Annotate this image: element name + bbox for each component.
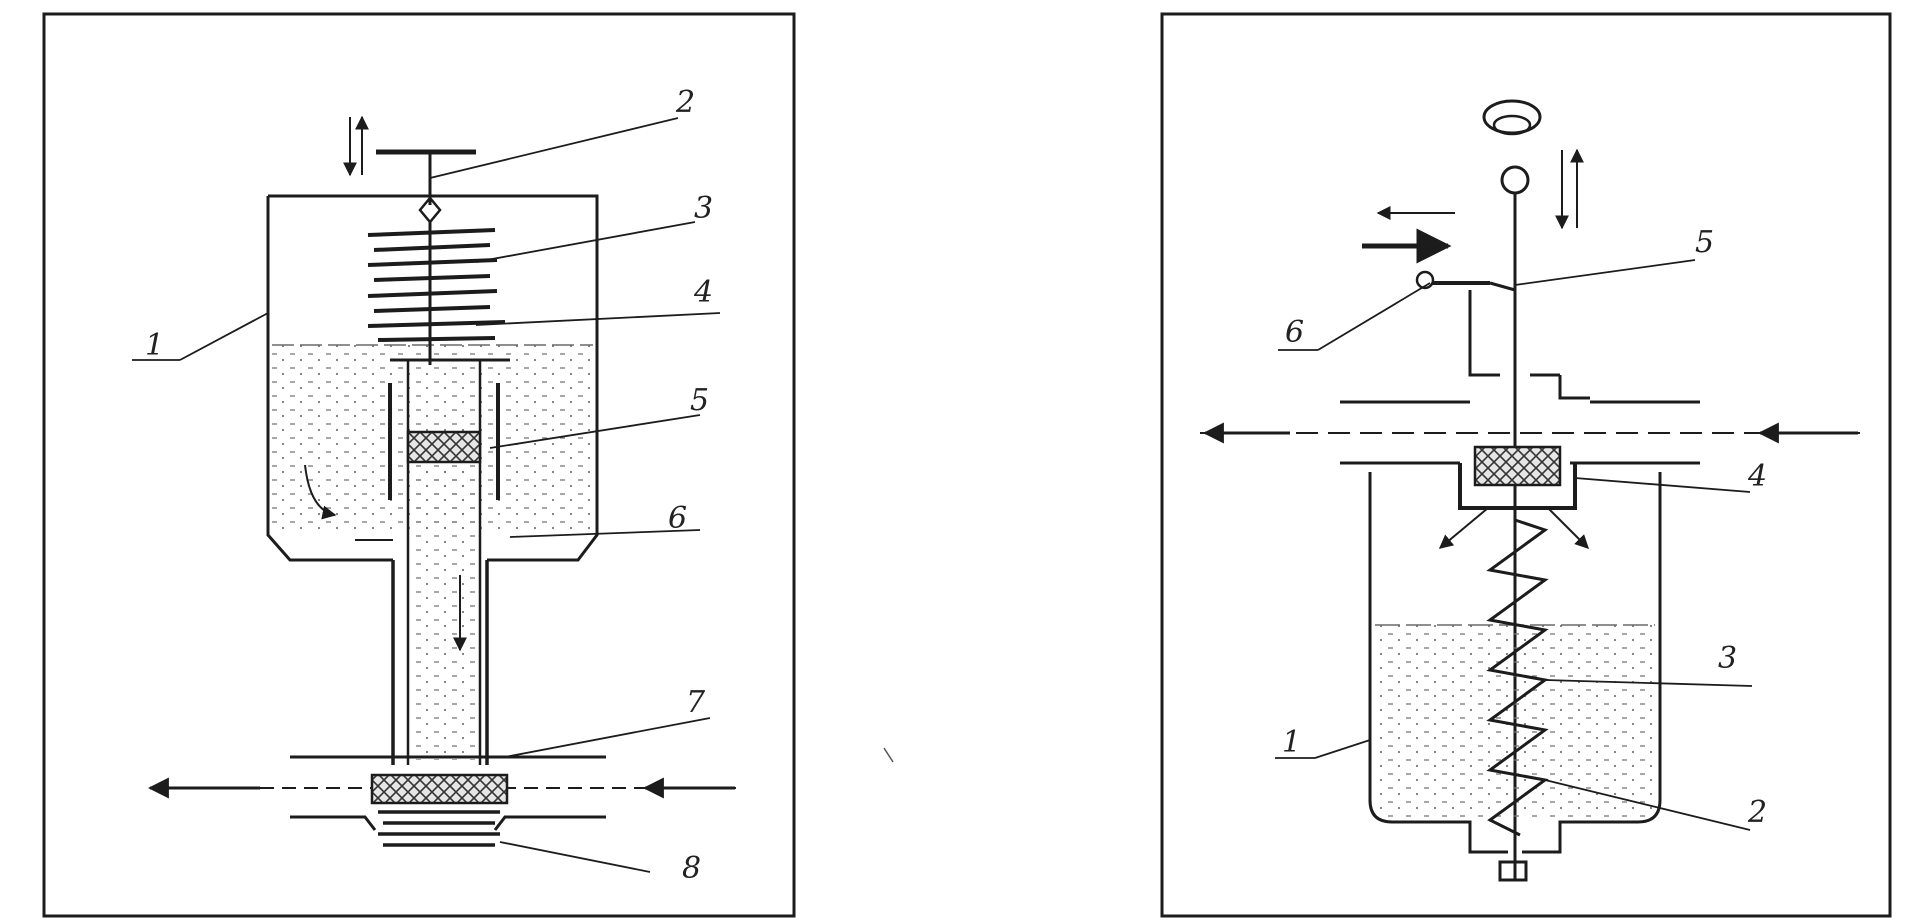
callout-3: 3: [1718, 641, 1737, 676]
callout-1: 1: [1282, 725, 1301, 760]
callout-6: 6: [668, 501, 687, 536]
left-inner-tube: [304, 358, 510, 765]
left-panel: 2 3 4 5 6 7 8 1: [42, 12, 796, 918]
left-pipe: [147, 755, 740, 847]
callout-4: 4: [693, 275, 713, 310]
left-valve-7: [370, 773, 509, 805]
right-valve-4: [1438, 445, 1589, 549]
drain-plug-icon: [1498, 860, 1528, 882]
right-panel: 5 6 4 3 1 2: [1160, 12, 1892, 918]
left-bellows: [367, 228, 506, 342]
callout-7: 7: [686, 685, 706, 720]
callout-5: 5: [1695, 225, 1714, 260]
callout-1: 1: [145, 328, 164, 363]
left-piston-5: [406, 430, 482, 464]
callout-2: 2: [675, 85, 695, 120]
scan-mark: [883, 747, 894, 763]
right-tank: [1368, 472, 1662, 882]
right-lever: [1415, 270, 1590, 400]
right-liquid: [1375, 625, 1655, 817]
callout-6: 6: [1285, 315, 1304, 350]
right-spring: [1486, 518, 1549, 837]
spray-arrow-icon: [1547, 507, 1589, 549]
callout-4: 4: [1747, 459, 1767, 494]
right-leaders: [1275, 259, 1753, 831]
callout-3: 3: [694, 191, 713, 226]
spray-arrow-icon: [1438, 507, 1489, 549]
flow-arrow-icon: [304, 464, 337, 520]
callout-5: 5: [690, 383, 709, 418]
callout-8: 8: [682, 851, 701, 886]
left-leaders: [132, 117, 721, 873]
callout-2: 2: [1747, 795, 1767, 830]
left-bellows-8: [378, 810, 500, 847]
right-pipe: [1200, 400, 1860, 465]
